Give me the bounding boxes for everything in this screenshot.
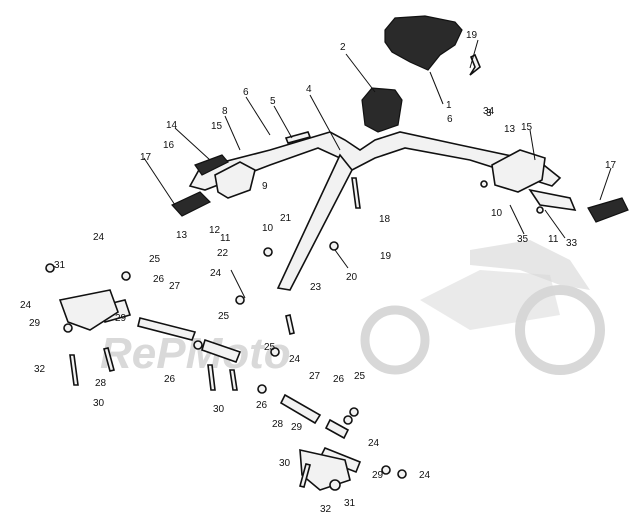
watermark-logo: RePMoto bbox=[100, 240, 605, 378]
right-switch-housing bbox=[491, 149, 546, 193]
label-4: 4 bbox=[306, 84, 312, 95]
label-29-c: 29 bbox=[291, 422, 303, 433]
label-8: 8 bbox=[222, 106, 228, 117]
label-17-right: 17 bbox=[605, 160, 617, 171]
label-26-c: 26 bbox=[256, 400, 268, 411]
label-15-left: 15 bbox=[211, 121, 223, 132]
label-31-a: 31 bbox=[54, 260, 66, 271]
label-24-d: 24 bbox=[289, 354, 301, 365]
crossbar-pad bbox=[361, 87, 403, 133]
leader-lines bbox=[143, 39, 612, 299]
label-25-b: 25 bbox=[218, 311, 230, 322]
label-24-a: 24 bbox=[93, 232, 105, 243]
label-19-mid: 19 bbox=[380, 251, 392, 262]
label-30-c: 30 bbox=[279, 458, 291, 469]
label-28-b: 28 bbox=[272, 419, 284, 430]
left-grip bbox=[171, 191, 212, 217]
label-6-left: 6 bbox=[243, 87, 249, 98]
label-29-d: 29 bbox=[372, 470, 384, 481]
tie-rod-lower bbox=[279, 393, 362, 474]
label-16: 16 bbox=[163, 140, 175, 151]
label-24-e: 24 bbox=[368, 438, 380, 449]
steering-arm bbox=[58, 289, 119, 331]
label-25-c: 25 bbox=[264, 342, 276, 353]
label-29-a: 29 bbox=[29, 318, 41, 329]
label-29-b: 29 bbox=[115, 313, 127, 324]
label-2: 2 bbox=[340, 42, 346, 53]
label-13-left: 13 bbox=[176, 230, 188, 241]
label-10-right: 10 bbox=[491, 208, 503, 219]
label-24-f: 24 bbox=[419, 470, 431, 481]
callout-labels: 1 2 3 4 5 6 6 8 9 10 10 11 11 12 13 13 1… bbox=[20, 30, 617, 515]
label-30-b: 30 bbox=[213, 404, 225, 415]
label-10-left: 10 bbox=[262, 223, 274, 234]
label-20: 20 bbox=[346, 272, 358, 283]
label-17-left: 17 bbox=[140, 152, 152, 163]
label-26-a: 26 bbox=[153, 274, 165, 285]
label-33: 33 bbox=[566, 238, 578, 249]
label-25-a: 25 bbox=[149, 254, 161, 265]
label-34: 34 bbox=[483, 106, 495, 117]
label-35: 35 bbox=[517, 234, 529, 245]
right-lever bbox=[528, 188, 577, 211]
label-26-d: 26 bbox=[333, 374, 345, 385]
label-28-a: 28 bbox=[95, 378, 107, 389]
label-27-a: 27 bbox=[169, 281, 181, 292]
label-12: 12 bbox=[209, 225, 221, 236]
label-22: 22 bbox=[217, 248, 229, 259]
label-9: 9 bbox=[262, 181, 268, 192]
handlebar-pad bbox=[384, 15, 463, 71]
label-14: 14 bbox=[166, 120, 178, 131]
label-11-left: 11 bbox=[220, 233, 231, 244]
label-19-top: 19 bbox=[466, 30, 478, 41]
label-32-b: 32 bbox=[320, 504, 332, 515]
label-24-b: 24 bbox=[20, 300, 32, 311]
handlebar bbox=[188, 131, 562, 291]
label-30-a: 30 bbox=[93, 398, 105, 409]
label-11-right: 11 bbox=[548, 234, 559, 245]
label-31-b: 31 bbox=[344, 498, 356, 509]
label-5: 5 bbox=[270, 96, 276, 107]
left-lever bbox=[194, 154, 229, 176]
label-27-b: 27 bbox=[309, 371, 321, 382]
label-6-right: 6 bbox=[447, 114, 453, 125]
label-23: 23 bbox=[310, 282, 322, 293]
watermark-text: RePMoto bbox=[100, 329, 291, 378]
label-21: 21 bbox=[280, 213, 292, 224]
label-32-a: 32 bbox=[34, 364, 46, 375]
label-15-right: 15 bbox=[521, 122, 533, 133]
label-1: 1 bbox=[446, 100, 452, 111]
label-3: 3 bbox=[486, 108, 492, 119]
label-24-c: 24 bbox=[210, 268, 222, 279]
label-13-right: 13 bbox=[504, 124, 516, 135]
label-25-d: 25 bbox=[354, 371, 366, 382]
left-switch-housing bbox=[214, 161, 256, 199]
label-26-b: 26 bbox=[164, 374, 176, 385]
right-grip bbox=[587, 197, 629, 223]
hardware bbox=[45, 53, 544, 491]
label-18: 18 bbox=[379, 214, 391, 225]
